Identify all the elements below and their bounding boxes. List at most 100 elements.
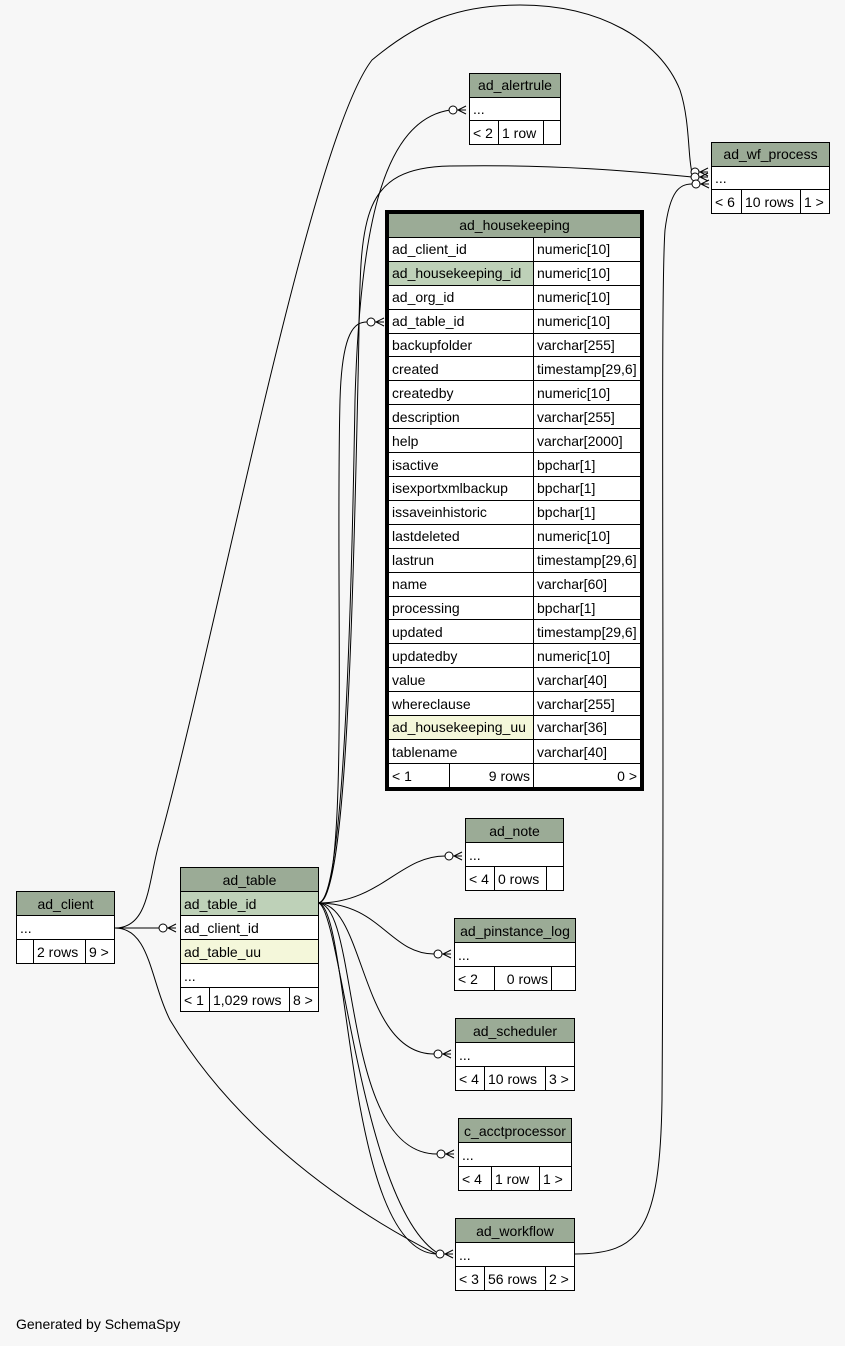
column-name[interactable]: ad_org_id xyxy=(388,284,534,310)
column-name[interactable]: ad_client_id xyxy=(388,236,534,262)
column-ad_table_id[interactable]: ad_table_id xyxy=(180,891,319,916)
table-ad_client[interactable]: ad_client ... 2 rows 9 > xyxy=(16,891,115,964)
column-name[interactable]: created xyxy=(388,356,534,382)
parents-count[interactable]: < 1 xyxy=(180,987,210,1012)
column-name[interactable]: help xyxy=(388,428,534,454)
column-type: varchar[60] xyxy=(533,571,641,597)
column-name[interactable]: ad_table_id xyxy=(388,308,534,334)
table-title[interactable]: ad_client xyxy=(16,891,115,916)
column-type: numeric[10] xyxy=(533,284,641,310)
column-name[interactable]: backupfolder xyxy=(388,332,534,358)
children-count[interactable]: 0 > xyxy=(533,763,641,788)
children-count[interactable] xyxy=(542,120,562,145)
table-ad_table[interactable]: ad_table ad_table_id ad_client_id ad_tab… xyxy=(180,867,320,1012)
table-title[interactable]: ad_note xyxy=(465,818,564,843)
table-ad_scheduler[interactable]: ad_scheduler ... < 4 10 rows 3 > xyxy=(455,1018,576,1091)
column-name[interactable]: createdby xyxy=(388,380,534,406)
column-name[interactable]: updated xyxy=(388,619,534,645)
parents-count[interactable]: < 6 xyxy=(711,189,742,214)
children-count[interactable]: 9 > xyxy=(85,939,115,964)
column-name[interactable]: processing xyxy=(388,595,534,621)
children-count[interactable]: 3 > xyxy=(544,1066,576,1091)
column-type: bpchar[1] xyxy=(533,475,641,501)
column-name[interactable]: name xyxy=(388,571,534,597)
column-type: timestamp[29,6] xyxy=(533,356,641,382)
parents-count[interactable]: < 4 xyxy=(465,866,495,891)
column-name[interactable]: updatedby xyxy=(388,643,534,669)
column-name[interactable]: issaveinhistoric xyxy=(388,499,534,525)
crowfoot-ad_housekeeping xyxy=(366,317,385,327)
column-ad_client_id[interactable]: ad_client_id xyxy=(180,915,319,940)
column-name[interactable]: isexportxmlbackup xyxy=(388,475,534,501)
table-ad_wf_process[interactable]: ad_wf_process ... < 6 10 rows 1 > xyxy=(711,142,831,214)
table-ad_alertrule[interactable]: ad_alertrule ... < 2 1 row xyxy=(469,73,562,145)
table-title[interactable]: c_acctprocessor xyxy=(458,1118,572,1143)
table-title[interactable]: ad_table xyxy=(180,867,319,892)
table-title[interactable]: ad_pinstance_log xyxy=(454,918,576,943)
column-name[interactable]: whereclause xyxy=(388,691,534,717)
table-ellipsis: ... xyxy=(180,963,319,988)
parents-count[interactable] xyxy=(16,939,34,964)
column-name[interactable]: description xyxy=(388,404,534,430)
table-title[interactable]: ad_workflow xyxy=(455,1218,575,1243)
table-ad_workflow[interactable]: ad_workflow ... < 3 56 rows 2 > xyxy=(455,1218,576,1291)
row-count: 56 rows xyxy=(484,1266,546,1291)
parents-count[interactable]: < 4 xyxy=(455,1066,485,1091)
column-name[interactable]: ad_housekeeping_id xyxy=(388,260,534,286)
table-c_acctprocessor[interactable]: c_acctprocessor ... < 4 1 row 1 > xyxy=(458,1118,572,1191)
table-title[interactable]: ad_housekeeping xyxy=(388,213,641,238)
table-title[interactable]: ad_wf_process xyxy=(711,142,830,167)
column-ad_table_uu[interactable]: ad_table_uu xyxy=(180,939,319,964)
children-count[interactable] xyxy=(551,966,576,991)
children-count[interactable]: 1 > xyxy=(539,1166,572,1191)
children-count[interactable]: 2 > xyxy=(544,1266,576,1291)
column-name[interactable]: value xyxy=(388,667,534,693)
column-name[interactable]: isactive xyxy=(388,452,534,477)
children-count[interactable] xyxy=(546,866,564,891)
parents-count[interactable]: < 3 xyxy=(455,1266,485,1291)
column-type: numeric[10] xyxy=(533,308,641,334)
edge-ad_client-ad_workflow xyxy=(114,927,437,1255)
parents-count[interactable]: < 4 xyxy=(458,1166,492,1191)
table-ad_note[interactable]: ad_note ... < 4 0 rows xyxy=(465,818,564,891)
column-name[interactable]: lastdeleted xyxy=(388,523,534,549)
column-name[interactable]: lastrun xyxy=(388,547,534,573)
parents-count[interactable]: < 2 xyxy=(454,966,495,991)
parents-count[interactable]: < 2 xyxy=(469,120,499,145)
row-count: 2 rows xyxy=(33,939,86,964)
edge-ad_table-ad_pinstance_log xyxy=(317,902,435,955)
children-count[interactable]: 8 > xyxy=(288,987,320,1012)
table-title[interactable]: ad_alertrule xyxy=(469,73,561,98)
column-type: varchar[40] xyxy=(533,667,641,693)
column-name[interactable]: tablename xyxy=(388,738,534,765)
generated-by-footer: Generated by SchemaSpy xyxy=(16,1316,181,1332)
column-name[interactable]: ad_housekeeping_uu xyxy=(388,715,534,740)
children-count[interactable]: 1 > xyxy=(799,189,831,214)
table-title[interactable]: ad_scheduler xyxy=(455,1018,575,1043)
table-ad_pinstance_log[interactable]: ad_pinstance_log ... < 2 0 rows xyxy=(454,918,576,991)
parents-count[interactable]: < 1 xyxy=(388,763,450,788)
